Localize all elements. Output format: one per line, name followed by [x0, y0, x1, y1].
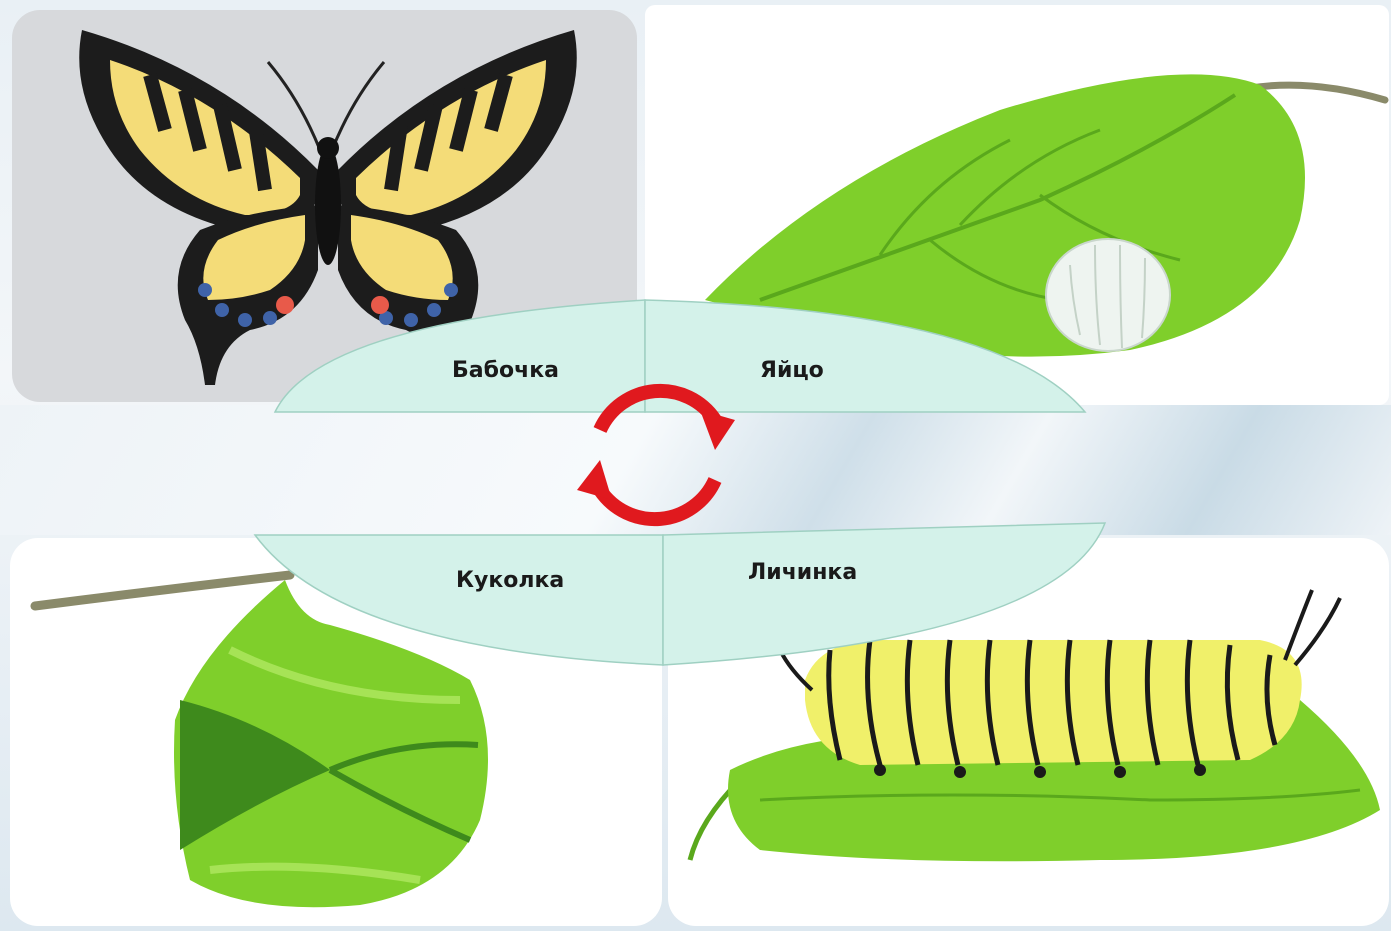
stage-label-pupa: Куколка — [456, 568, 564, 593]
stage-label-butterfly: Бабочка — [452, 358, 559, 383]
label-shapes — [255, 300, 1105, 665]
stage-label-larva: Личинка — [748, 560, 857, 585]
stage-label-egg: Яйцо — [760, 358, 824, 383]
